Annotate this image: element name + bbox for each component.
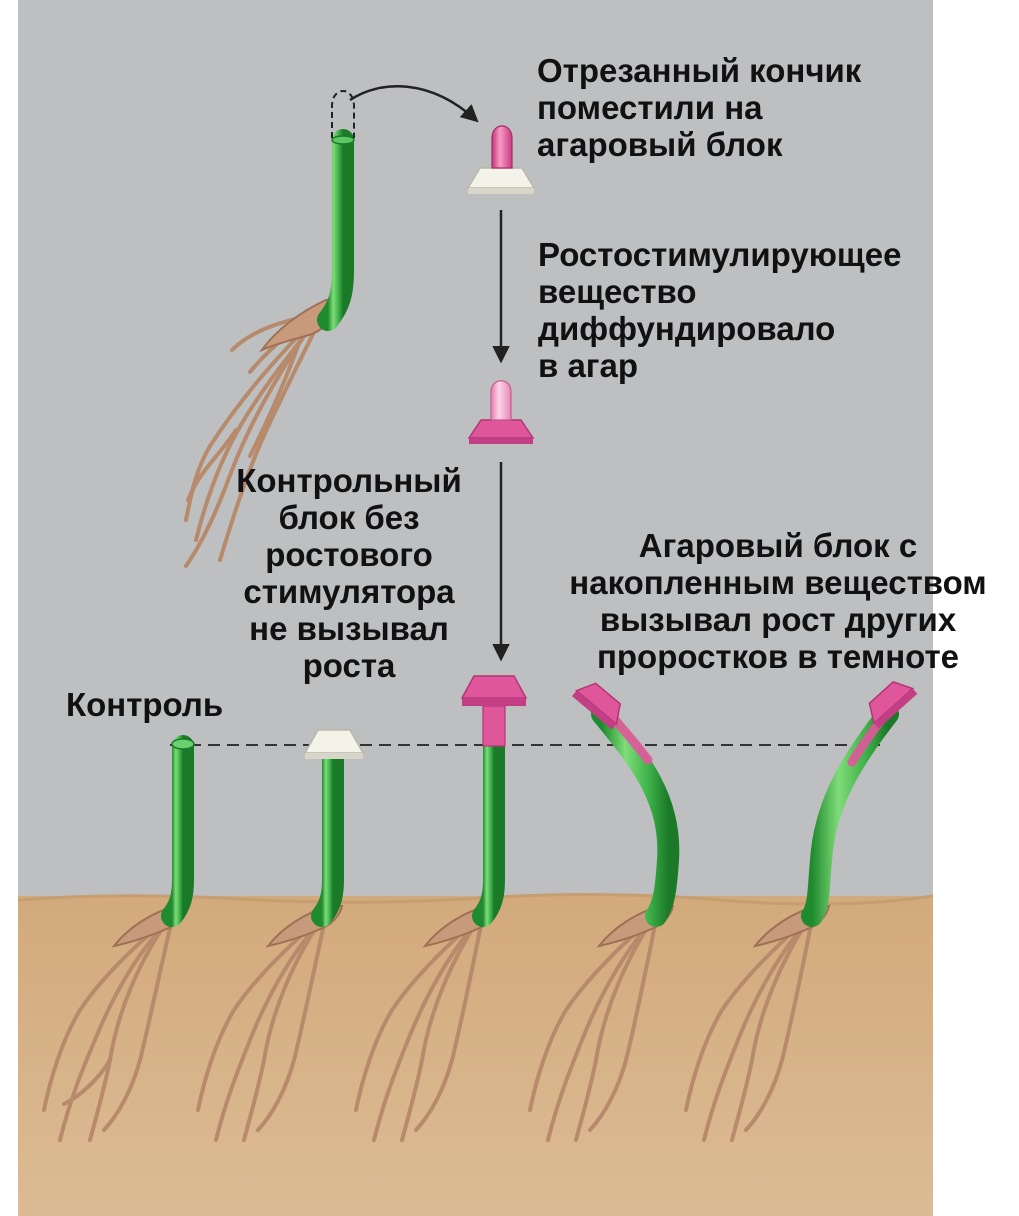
straight-seedling-stem bbox=[483, 744, 494, 916]
agar-block-pink-icon bbox=[469, 420, 533, 438]
control-seedling bbox=[172, 739, 194, 916]
cut-tip-label: Отрезанный кончик поместили на агаровый … bbox=[537, 52, 861, 163]
control-seedling-stem bbox=[172, 746, 183, 916]
cut-tip-icon bbox=[492, 126, 512, 168]
control-block-stem bbox=[322, 752, 333, 916]
substance-zone-icon bbox=[483, 706, 505, 746]
diffusion-label: Ростостимулирующее вещество диффундирова… bbox=[538, 236, 901, 384]
control-label: Контроль bbox=[66, 686, 223, 723]
cut-seedling-stump-icon bbox=[332, 136, 354, 144]
agar-block-label: Агаровый блок с накопленным веществом вы… bbox=[540, 527, 1016, 675]
pale-tip-icon bbox=[491, 381, 511, 420]
agar-block-white-icon bbox=[468, 168, 534, 188]
control-block-label: Контрольный блок без ростового стимулято… bbox=[214, 462, 484, 684]
